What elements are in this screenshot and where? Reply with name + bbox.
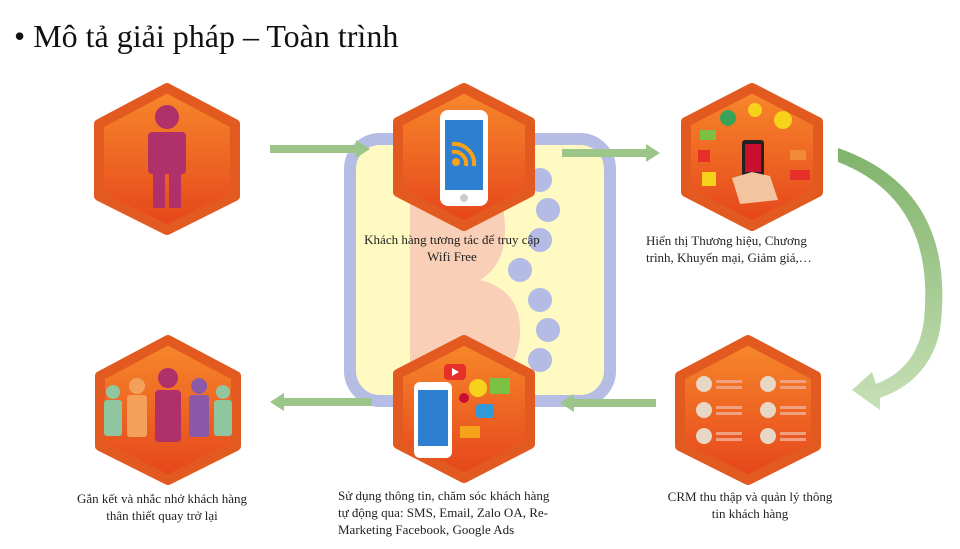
title-text: Mô tả giải pháp – Toàn trình (33, 18, 399, 54)
caption-line: CRM thu thập và quản lý thông (667, 489, 833, 504)
hexagon-customer (94, 83, 240, 235)
hexagon-crm (675, 335, 821, 485)
caption-line: Marketing Facebook, Google Ads (338, 522, 515, 537)
caption-line: Khách hàng tương tác để truy cập (364, 232, 540, 247)
hexagon-marketing (393, 335, 535, 483)
crm-contacts-icon (696, 376, 806, 444)
smartphone-wifi-icon (440, 110, 488, 206)
arrow-wifi-to-brand (562, 144, 660, 162)
caption-line: Sử dụng thông tin, chăm sóc khách hàng (338, 488, 550, 503)
person-icon (148, 105, 186, 208)
caption-line: tự động qua: SMS, Email, Zalo OA, Re- (338, 505, 548, 520)
hexagon-loyalty (95, 335, 241, 485)
arrow-marketing-to-loyalty (270, 393, 372, 411)
caption-loyalty: Gắn kết và nhắc nhở khách hàng thân thiế… (52, 490, 272, 524)
slide-title: •Mô tả giải pháp – Toàn trình (14, 18, 398, 55)
caption-line: trình, Khuyến mại, Giảm giá,… (646, 250, 812, 265)
caption-line: Hiển thị Thương hiệu, Chương (646, 233, 807, 248)
social-media-icon (414, 364, 510, 458)
caption-line: thân thiết quay trở lại (106, 508, 218, 523)
caption-line: tin khách hàng (711, 506, 789, 521)
caption-crm: CRM thu thập và quản lý thông tin khách … (640, 488, 860, 522)
caption-marketing: Sử dụng thông tin, chăm sóc khách hàng t… (338, 487, 588, 538)
arrow-crm-to-marketing (560, 394, 656, 412)
caption-brand: Hiển thị Thương hiệu, Chương trình, Khuy… (646, 232, 866, 266)
arrow-customer-to-wifi (270, 140, 370, 158)
title-bullet: • (14, 18, 26, 54)
hexagon-brand (681, 83, 823, 231)
caption-line: Wifi Free (427, 249, 477, 264)
people-group-icon (104, 368, 232, 442)
caption-wifi: Khách hàng tương tác để truy cập Wifi Fr… (352, 231, 552, 265)
hexagon-wifi (393, 83, 535, 231)
arrow-brand-to-crm-curved (838, 148, 943, 410)
promotion-hand-icon (698, 103, 810, 204)
caption-line: Gắn kết và nhắc nhở khách hàng (76, 491, 248, 506)
